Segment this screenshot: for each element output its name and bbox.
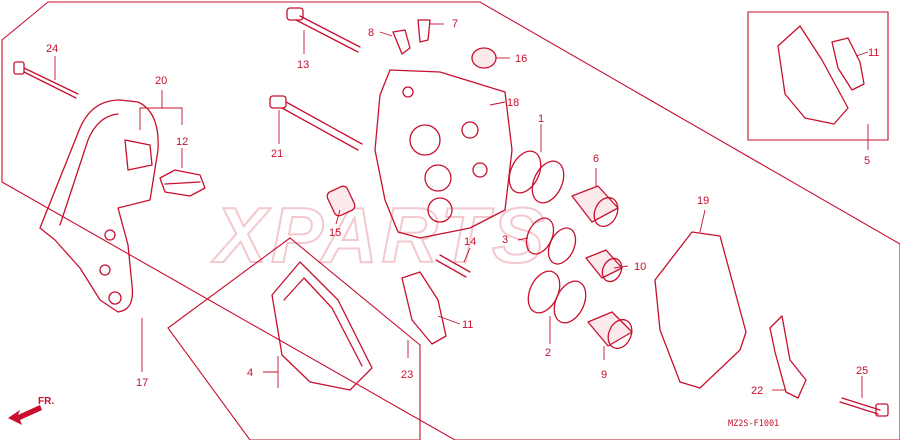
bleeder-valve (392, 19, 431, 55)
callout-25: 25 (856, 365, 868, 377)
caliper-bracket (39, 99, 159, 313)
callout-11-kit: 11 (868, 47, 879, 59)
callout-23: 23 (401, 369, 413, 381)
pad-spring (401, 271, 447, 345)
callout-16: 16 (515, 53, 527, 65)
callout-18: 18 (507, 97, 519, 109)
callout-9: 9 (601, 369, 607, 381)
pad-retainer (159, 169, 206, 197)
bolt-24 (13, 61, 79, 99)
callout-labels: 1 2 3 4 5 6 7 8 9 10 11 11 12 13 14 15 1… (46, 18, 879, 397)
slide-pin-21 (269, 95, 363, 151)
pad-pin-14 (435, 254, 471, 278)
callout-5: 5 (864, 155, 870, 167)
callout-11-spring: 11 (462, 319, 473, 331)
callout-14: 14 (464, 236, 476, 248)
shim-22 (769, 315, 807, 399)
backing-plate (654, 231, 747, 389)
piston-seals (508, 150, 587, 324)
front-direction-indicator: FR. (8, 396, 54, 425)
callout-13: 13 (297, 59, 309, 71)
sleeve-15 (326, 185, 356, 217)
callout-4: 4 (247, 367, 253, 379)
callout-8: 8 (368, 27, 374, 39)
arrow-left-icon (8, 405, 42, 425)
leader-lines (54, 23, 869, 398)
callout-17: 17 (136, 377, 148, 389)
callout-6: 6 (593, 153, 599, 165)
callout-21: 21 (271, 148, 283, 160)
callout-12: 12 (176, 136, 188, 148)
callout-22: 22 (751, 385, 763, 397)
brake-pads (271, 261, 373, 391)
callout-10: 10 (634, 261, 646, 273)
callout-15: 15 (329, 227, 341, 239)
callout-24: 24 (46, 43, 58, 55)
bleeder-cap (471, 47, 497, 69)
diagram-code: MZ2S-F1001 (728, 419, 779, 429)
slide-pin-13 (286, 7, 361, 53)
kit-frame-bottom (167, 237, 421, 440)
pistons (571, 185, 633, 350)
caliper-body (374, 69, 513, 239)
callout-20: 20 (155, 75, 167, 87)
callout-2: 2 (545, 347, 551, 359)
callout-1: 1 (538, 113, 544, 125)
bolt-25 (839, 397, 889, 417)
callout-19: 19 (697, 195, 709, 207)
pad-kit-icon (777, 25, 865, 125)
callout-7: 7 (452, 18, 458, 30)
callout-3: 3 (502, 234, 508, 246)
watermark: XPARTS (211, 191, 548, 279)
kit-frame-top (747, 11, 889, 141)
direction-label: FR. (38, 396, 54, 407)
